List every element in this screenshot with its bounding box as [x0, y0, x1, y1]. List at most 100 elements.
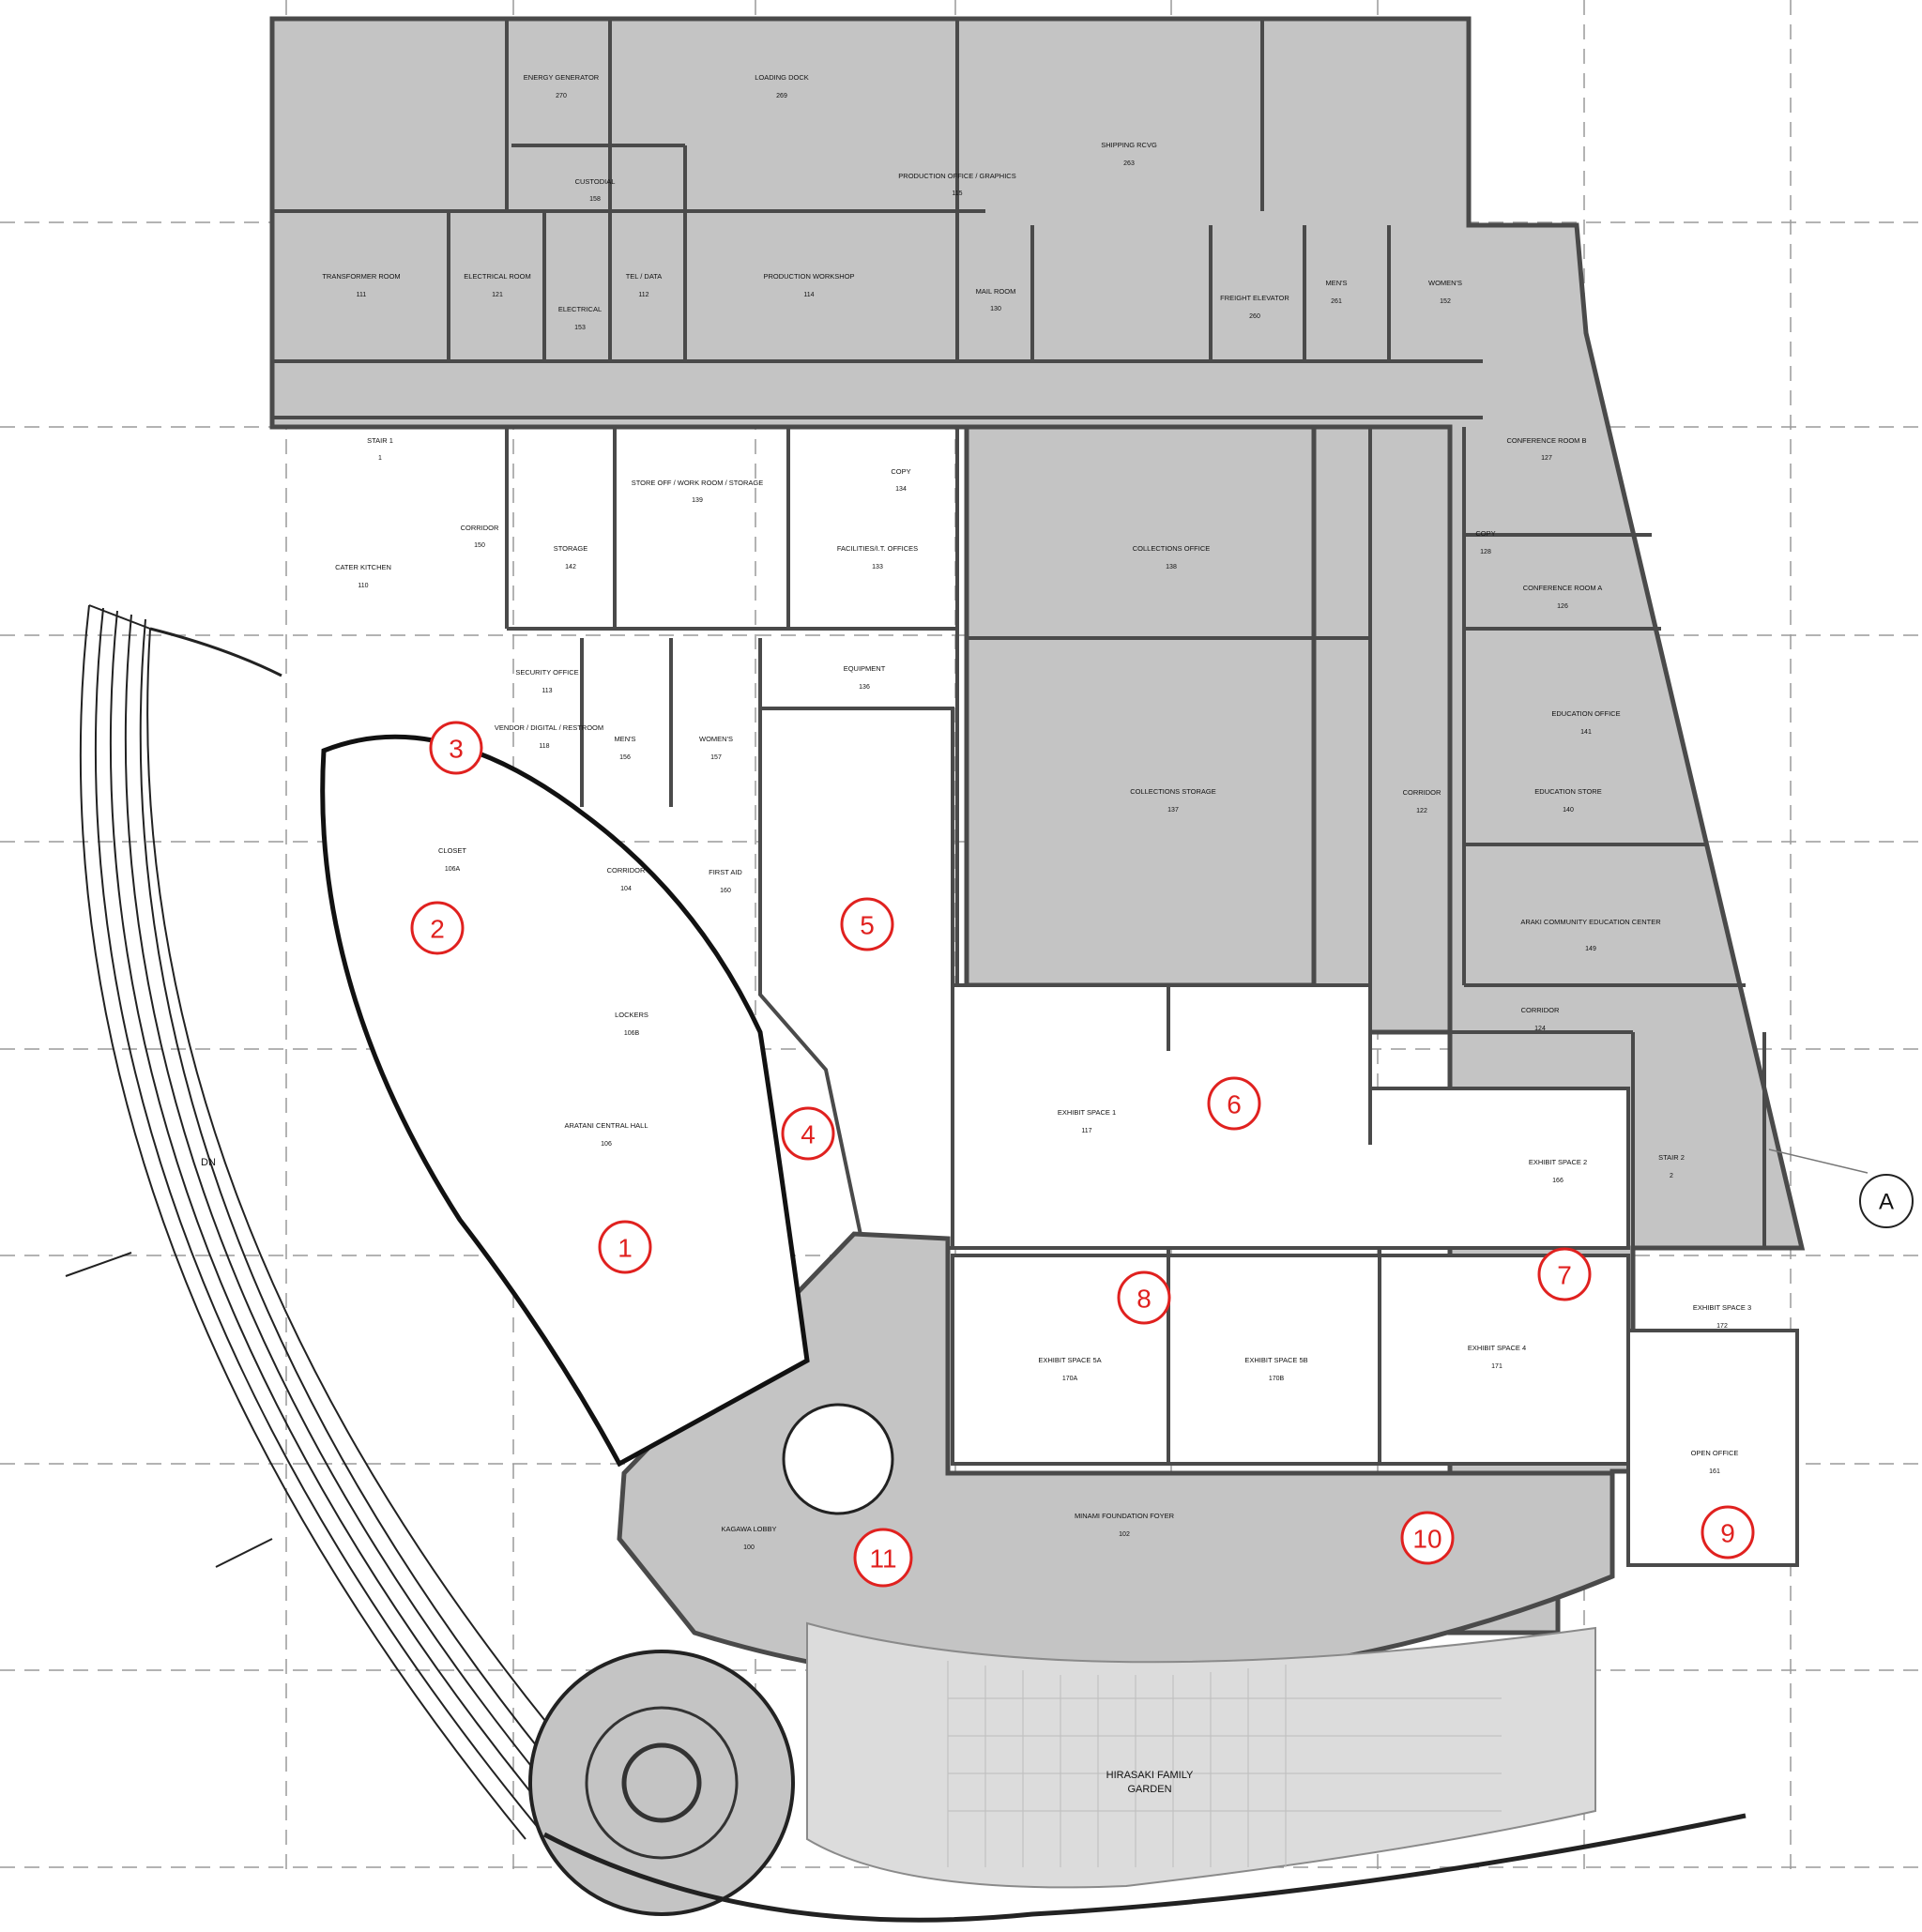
zone-label-10: 10: [1412, 1525, 1442, 1554]
room-number: 110: [358, 583, 368, 589]
zone-marker[interactable]: [598, 1220, 652, 1274]
zone-marker[interactable]: [781, 1106, 835, 1161]
room-number: 153: [574, 325, 586, 331]
zone-label-11: 11: [869, 1544, 896, 1574]
room-number: 106A: [445, 866, 461, 873]
room-number: 157: [710, 754, 722, 761]
room-name: MEN'S: [614, 735, 635, 743]
room-name: STAIR 1: [367, 436, 393, 445]
room-name: LOADING DOCK: [755, 73, 809, 82]
room-number: 118: [539, 743, 549, 750]
room-name: CONFERENCE ROOM A: [1523, 584, 1603, 592]
room-name: SHIPPING RCVG: [1101, 141, 1157, 149]
room-name: WOMEN'S: [699, 735, 733, 743]
room-number: 136: [859, 684, 870, 691]
room-number: 112: [638, 292, 648, 298]
room-number: 126: [1557, 603, 1568, 610]
room-name: LOCKERS: [615, 1011, 648, 1019]
room-number: 130: [990, 306, 1001, 312]
zone-label-3: 3: [449, 735, 464, 764]
building-mass: [269, 16, 1806, 1635]
room-name: ELECTRICAL ROOM: [464, 272, 530, 281]
room-name: ENERGY GENERATOR: [524, 73, 600, 82]
room-number: 102: [1119, 1531, 1130, 1538]
room-number: 111: [357, 292, 367, 298]
room-name: MEN'S: [1325, 279, 1347, 287]
room-number: 149: [1585, 946, 1596, 952]
room-number: 134: [895, 486, 907, 493]
zone-label-7: 7: [1557, 1261, 1572, 1290]
room-name: MAIL ROOM: [976, 287, 1016, 296]
room-name: COPY: [891, 467, 910, 476]
zone-marker[interactable]: [429, 721, 483, 775]
room-number: 170A: [1062, 1376, 1078, 1382]
room-labels: ENERGY GENERATOR 270 LOADING DOCK 269 SH…: [322, 73, 1751, 1551]
room-number: 260: [1249, 313, 1260, 320]
zone-label-2: 2: [430, 915, 445, 944]
room-number: 137: [1167, 807, 1179, 814]
room-name: COLLECTIONS OFFICE: [1133, 544, 1211, 553]
zone-marker[interactable]: [840, 897, 894, 951]
room-name: EXHIBIT SPACE 2: [1529, 1158, 1587, 1166]
room-number: 117: [1081, 1128, 1091, 1134]
zone-marker[interactable]: [1537, 1247, 1592, 1301]
room-number: 150: [474, 542, 485, 549]
room-name: KAGAWA LOBBY: [721, 1525, 776, 1533]
central-hall: [320, 734, 810, 1468]
room-name: EXHIBIT SPACE 1: [1058, 1108, 1116, 1117]
room-name: ARAKI COMMUNITY EDUCATION CENTER: [1520, 918, 1661, 926]
room-name: VENDOR / DIGITAL / RESTROOM: [495, 723, 603, 732]
curved-stair: [65, 604, 602, 1840]
room-name: EQUIPMENT: [844, 664, 886, 673]
room-name: WOMEN'S: [1428, 279, 1462, 287]
room-number: 160: [720, 888, 731, 894]
room-number: 142: [565, 564, 576, 570]
room-number: 122: [1416, 808, 1427, 814]
room-number: 171: [1491, 1363, 1503, 1370]
zone-marker[interactable]: [1701, 1505, 1755, 1559]
room-name: PRODUCTION OFFICE / GRAPHICS: [898, 172, 1015, 180]
room-number: 172: [1716, 1323, 1728, 1330]
room-name: SECURITY OFFICE: [515, 668, 578, 677]
room-number: 2: [1670, 1173, 1673, 1179]
room-name: OPEN OFFICE: [1691, 1449, 1739, 1457]
room-number: 114: [803, 292, 814, 298]
zone-label-8: 8: [1136, 1285, 1152, 1314]
room-number: 124: [1534, 1026, 1546, 1032]
room-name: TRANSFORMER ROOM: [322, 272, 400, 281]
zone-marker[interactable]: [1400, 1511, 1455, 1565]
room-number: 170B: [1269, 1376, 1285, 1382]
room-number: 106: [601, 1141, 612, 1148]
room-number: 121: [492, 292, 503, 298]
interior-walls: [272, 19, 1766, 1464]
room-name: COLLECTIONS STORAGE: [1130, 787, 1216, 796]
zone-marker[interactable]: [1207, 1076, 1261, 1131]
room-number: 106B: [624, 1030, 640, 1037]
room-number: 141: [1580, 729, 1592, 736]
zone-label-4: 4: [801, 1120, 816, 1149]
room-name: CORRIDOR: [1403, 788, 1442, 797]
room-name: CORRIDOR: [1521, 1006, 1560, 1014]
room-number: 115: [952, 190, 962, 197]
room-name: CLOSET: [438, 846, 466, 855]
room-number: 156: [619, 754, 631, 761]
zone-label-9: 9: [1720, 1519, 1735, 1548]
room-name: CUSTODIAL: [575, 177, 616, 186]
room-name: EXHIBIT SPACE 3: [1693, 1303, 1751, 1312]
zone-marker[interactable]: [853, 1528, 913, 1588]
room-name: FIRST AID: [709, 868, 742, 876]
room-name: FACILITIES/I.T. OFFICES: [837, 544, 918, 553]
zone-marker[interactable]: [1117, 1270, 1171, 1325]
zone-marker[interactable]: [410, 901, 465, 955]
room-name: CONFERENCE ROOM B: [1506, 436, 1586, 445]
zone-label-5: 5: [860, 911, 875, 940]
room-name: ARATANI CENTRAL HALL: [564, 1121, 648, 1130]
room-name: CORRIDOR: [461, 524, 499, 532]
stair-dn-label: DN: [201, 1157, 216, 1168]
garden-label-2: GARDEN: [1127, 1784, 1171, 1795]
room-number: 139: [692, 497, 703, 504]
room-name: TEL / DATA: [626, 272, 663, 281]
room-name: STORE OFF / WORK ROOM / STORAGE: [632, 479, 764, 487]
room-number: 269: [776, 93, 787, 99]
